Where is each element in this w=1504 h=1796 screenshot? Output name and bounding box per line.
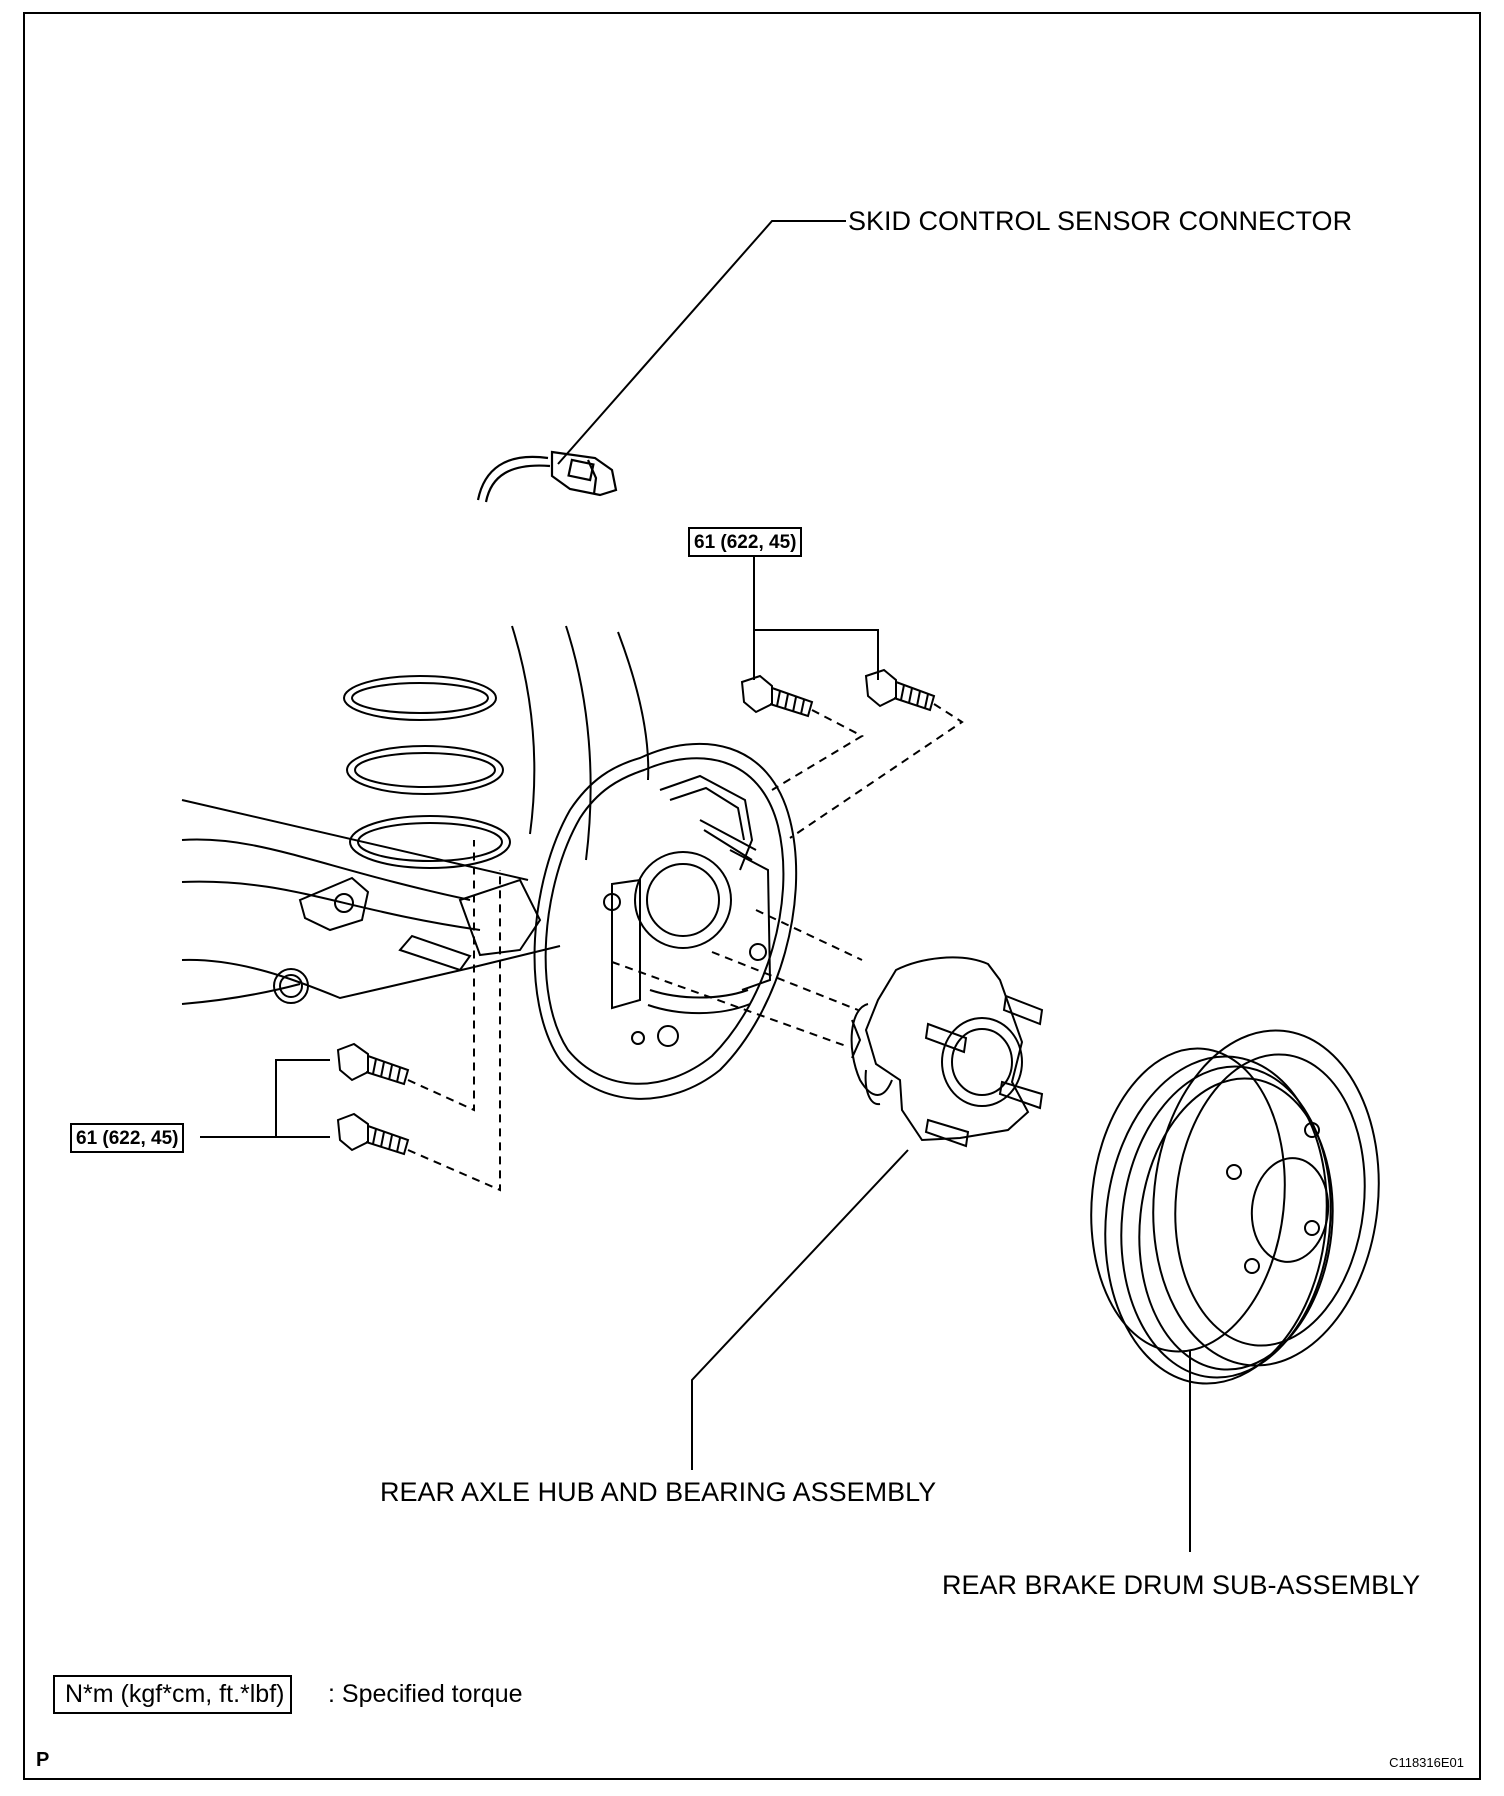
lower-torque-spec: 61 (622, 45) (70, 1123, 185, 1153)
upper-torque-bracket (753, 553, 879, 680)
rear-axle-hub-bearing (850, 956, 1044, 1148)
plate-to-hub-guides (611, 909, 863, 1047)
torque-legend-text: : Specified torque (328, 1680, 523, 1708)
hub-bearing-leader (691, 1149, 909, 1470)
skid-control-sensor-connector-label: SKID CONTROL SENSOR CONNECTOR (848, 206, 1353, 236)
upper-torque-spec: 61 (622, 45) (688, 527, 803, 557)
illustration-code: C118316E01 (1389, 1755, 1464, 1770)
brake-backing-plate (533, 742, 798, 1100)
skid-sensor-leader (557, 220, 846, 465)
torque-unit-legend-box: N*m (kgf*cm, ft.*lbf) (53, 1675, 293, 1714)
rear-brake-drum (1090, 1029, 1380, 1385)
rear-brake-drum-label: REAR BRAKE DRUM SUB-ASSEMBLY (942, 1570, 1421, 1600)
rear-axle-hub-bearing-label: REAR AXLE HUB AND BEARING ASSEMBLY (380, 1477, 937, 1507)
page-corner-mark: P (36, 1749, 50, 1771)
upper-bolt-2 (864, 668, 936, 712)
lower-torque-bracket (200, 1059, 330, 1138)
lower-bolt-guides (407, 840, 501, 1192)
upper-bolt-1 (740, 674, 814, 718)
coil-spring (343, 675, 511, 869)
lower-bolt-1 (336, 1042, 410, 1086)
diagram-frame (23, 12, 1481, 1780)
upper-bolt-guides (771, 703, 964, 839)
lower-bolt-2 (336, 1112, 410, 1156)
axle-beam (181, 799, 561, 1005)
shock-absorber (511, 625, 650, 861)
skid-sensor-connector (476, 450, 618, 503)
